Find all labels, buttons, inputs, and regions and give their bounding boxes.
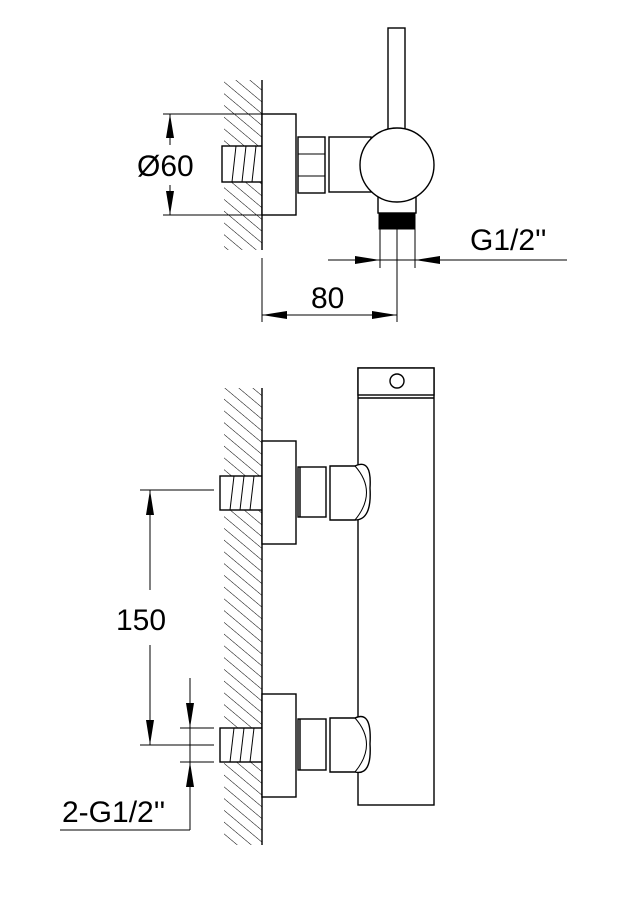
dimension-center-distance: 150 (116, 489, 214, 746)
side-view: Ø60 G1/2'' 80 (137, 27, 567, 322)
upper-inlet (219, 440, 371, 545)
nut (297, 136, 326, 194)
front-view: 150 2-G1/2'' (60, 367, 435, 845)
center-distance-label: 150 (116, 604, 166, 637)
lower-inlet (219, 693, 371, 798)
escutcheon (261, 113, 297, 216)
dimension-diameter: Ø60 (137, 113, 262, 216)
thread-pipe (221, 145, 263, 183)
dimension-inlet-thread: 2-G1/2'' (60, 678, 214, 831)
dimension-depth: 80 (261, 213, 398, 322)
body-cap (357, 367, 435, 396)
cap-indicator (389, 373, 405, 389)
depth-label: 80 (311, 282, 344, 315)
diameter-label: Ø60 (137, 150, 194, 183)
outlet-thread-label: G1/2'' (470, 224, 547, 257)
inlet-thread-label: 2-G1/2'' (62, 796, 165, 829)
valve-body (359, 127, 435, 203)
wall-hatch (224, 388, 262, 845)
dimension-outlet-thread: G1/2'' (328, 213, 567, 268)
handle-lever (387, 27, 406, 131)
